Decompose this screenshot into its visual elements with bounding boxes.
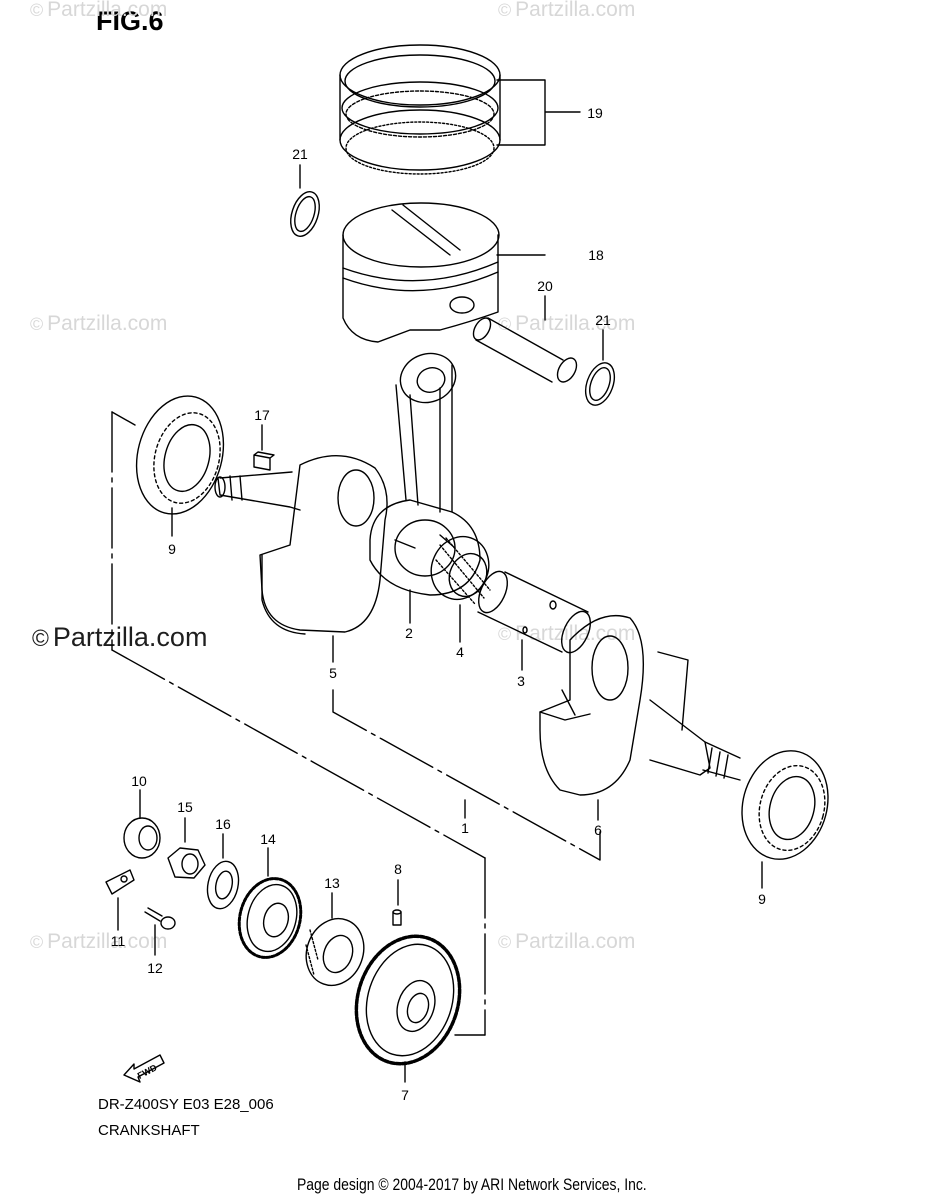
callout-2: 2 [405, 625, 413, 641]
piston-pin [472, 317, 578, 383]
copyright-icon: © [32, 625, 49, 651]
callout-3: 3 [517, 673, 525, 689]
nut [167, 847, 206, 879]
diagram-caption: CRANKSHAFT [98, 1122, 200, 1139]
watermark: ©Partzilla.com [498, 930, 636, 953]
balancer-drive-gear [237, 877, 303, 959]
assembly-bracket [111, 411, 486, 1036]
collar [123, 817, 161, 859]
copyright-icon: © [30, 0, 44, 20]
leader-19 [496, 79, 581, 146]
watermark: ©Partzilla.com [30, 0, 168, 21]
callout-7: 7 [401, 1087, 409, 1103]
primary-drive-gear [354, 934, 462, 1066]
connecting-rod [369, 352, 481, 596]
piston [342, 202, 500, 343]
copyright-icon: © [498, 932, 512, 952]
page-footer: Page design © 2004-2017 by ARI Network S… [297, 1175, 647, 1194]
washer [206, 860, 240, 910]
callout-19: 19 [587, 105, 603, 121]
bracket-6 [332, 689, 601, 861]
watermark: ©Partzilla.com [498, 622, 636, 645]
callout-8: 8 [394, 861, 402, 877]
piston-rings [339, 44, 501, 175]
crank-pin [477, 570, 592, 654]
callout-5: 5 [329, 665, 337, 681]
callout-14: 14 [260, 831, 276, 847]
callout-15: 15 [177, 799, 193, 815]
callout-9b: 9 [758, 891, 766, 907]
fwd-arrow-icon: FWD [123, 1054, 165, 1083]
crank-half-left [214, 455, 388, 635]
screw [144, 907, 176, 930]
callout-numbers: 1 2 3 4 5 6 7 8 9 9 10 11 12 13 14 15 16… [111, 105, 766, 1103]
callout-18: 18 [588, 247, 604, 263]
copyright-icon: © [30, 932, 44, 952]
callout-1: 1 [461, 820, 469, 836]
key [253, 451, 275, 471]
callout-11: 11 [111, 933, 126, 949]
callout-21: 21 [292, 146, 308, 162]
copyright-icon: © [498, 0, 512, 20]
snap-ring-right [584, 362, 616, 406]
spacer-gear [305, 917, 365, 987]
watermark: ©Partzilla.com [30, 312, 168, 335]
copyright-icon: © [30, 314, 44, 334]
watermark: ©Partzilla.com [30, 930, 168, 953]
callout-6: 6 [594, 822, 602, 838]
callout-9: 9 [168, 541, 176, 557]
callout-4: 4 [456, 644, 464, 660]
callout-12: 12 [147, 960, 163, 976]
callout-20: 20 [537, 278, 553, 294]
lock-plate [105, 869, 135, 895]
model-code: DR-Z400SY E03 E28_006 [98, 1096, 274, 1113]
dowel-pin [392, 909, 402, 926]
snap-ring-left [290, 191, 320, 237]
callout-16: 16 [215, 816, 231, 832]
callout-13: 13 [324, 875, 340, 891]
callout-17: 17 [254, 407, 270, 423]
needle-bearing [430, 535, 491, 605]
bearing-right [741, 750, 829, 860]
callout-21b: 21 [595, 312, 611, 328]
callout-10: 10 [131, 773, 147, 789]
watermark-main: ©Partzilla.com [32, 622, 208, 652]
crank-half-right [539, 614, 741, 796]
copyright-icon: © [498, 624, 512, 644]
bearing-left [135, 395, 225, 515]
figure-title: FIG.6 [96, 6, 164, 36]
watermark: ©Partzilla.com [498, 0, 636, 21]
